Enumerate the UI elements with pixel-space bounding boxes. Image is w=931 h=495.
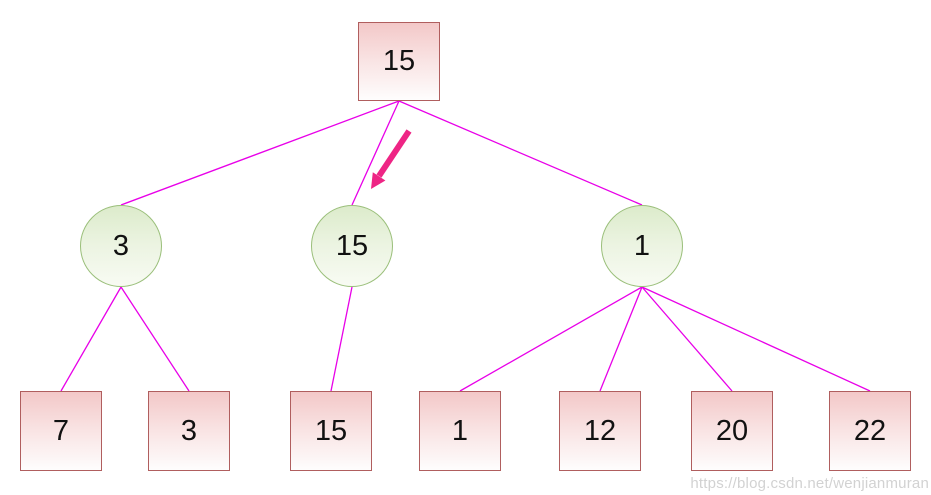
node-label: 15 bbox=[335, 229, 369, 262]
tree-node-leaf-12: 12 bbox=[559, 391, 641, 471]
tree-node-leaf-1: 1 bbox=[419, 391, 501, 471]
tree-edge-root-c1 bbox=[398, 100, 643, 206]
tree-node-internal-1: 1 bbox=[601, 205, 683, 287]
node-label: 15 bbox=[382, 45, 416, 77]
tree-node-leaf-22: 22 bbox=[829, 391, 911, 471]
node-label: 1 bbox=[633, 229, 651, 262]
node-label: 1 bbox=[451, 414, 469, 447]
node-label: 22 bbox=[853, 414, 887, 447]
tree-edge-c15-l15 bbox=[330, 286, 353, 392]
highlight-arrow-shaft bbox=[376, 129, 412, 178]
tree-edge-root-c15 bbox=[351, 100, 400, 206]
tree-node-internal-15: 15 bbox=[311, 205, 393, 287]
node-label: 3 bbox=[112, 229, 130, 262]
tree-edge-c1-l20 bbox=[641, 286, 733, 392]
tree-node-leaf-20: 20 bbox=[691, 391, 773, 471]
tree-edge-c1-l12 bbox=[599, 286, 643, 392]
tree-node-internal-3: 3 bbox=[80, 205, 162, 287]
highlight-arrow-head bbox=[371, 172, 386, 189]
node-label: 15 bbox=[314, 414, 348, 447]
tree-edges bbox=[60, 100, 871, 392]
node-label: 3 bbox=[180, 414, 198, 447]
tree-node-root: 15 bbox=[358, 22, 440, 101]
tree-edge-c3-l3 bbox=[120, 286, 190, 392]
highlight-arrow-icon bbox=[371, 129, 412, 189]
tree-edge-c3-l7 bbox=[60, 286, 122, 392]
tree-node-leaf-7: 7 bbox=[20, 391, 102, 471]
node-label: 12 bbox=[583, 414, 617, 447]
tree-node-leaf-3: 3 bbox=[148, 391, 230, 471]
tree-edge-c1-l22 bbox=[641, 286, 871, 392]
node-label: 20 bbox=[715, 414, 749, 447]
tree-edge-root-c3 bbox=[120, 100, 400, 206]
watermark: https://blog.csdn.net/wenjianmuran bbox=[690, 475, 929, 492]
tree-node-leaf-15: 15 bbox=[290, 391, 372, 471]
node-label: 7 bbox=[52, 414, 70, 447]
tree-edge-c1-l1 bbox=[459, 286, 643, 392]
